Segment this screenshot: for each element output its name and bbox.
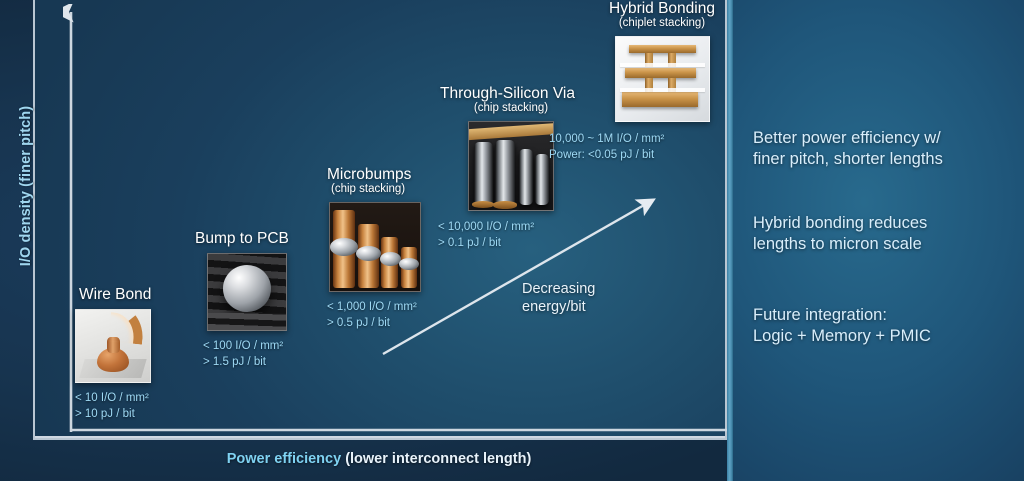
node-microbumps-spec-2: > 0.5 pJ / bit — [327, 317, 390, 330]
takeaway-block-1: Better power efficiency w/ finer pitch, … — [753, 128, 1015, 170]
decreasing-energy-line-2: energy/bit — [522, 299, 586, 316]
hybrid-bonding-thumbnail — [615, 36, 710, 123]
node-wire-bond-spec-1: < 10 I/O / mm² — [75, 392, 149, 405]
panel-divider — [727, 0, 733, 481]
takeaways-panel — [733, 0, 1024, 481]
node-hybrid-bonding-subtitle: (chiplet stacking) — [618, 17, 706, 30]
node-through-silicon-via[interactable]: Through-Silicon Via (chip stacking) < 10… — [438, 85, 582, 252]
node-hybrid-bonding[interactable]: Hybrid Bonding (chiplet stacking) 10,000… — [549, 0, 737, 164]
node-tsv-spec-1: < 10,000 I/O / mm² — [438, 221, 535, 234]
node-hybrid-bonding-spec-2: Power: <0.05 pJ / bit — [549, 149, 655, 162]
takeaway-2-line-1: Hybrid bonding reduces — [753, 214, 928, 232]
node-microbumps-subtitle: (chip stacking) — [331, 183, 406, 196]
x-axis-label-accent: Power efficiency — [226, 451, 342, 467]
node-microbumps-spec-1: < 1,000 I/O / mm² — [327, 301, 417, 314]
node-bump-to-pcb-spec-2: > 1.5 pJ / bit — [203, 355, 266, 368]
node-hybrid-bonding-spec-1: 10,000 ~ 1M I/O / mm² — [549, 133, 665, 146]
node-tsv-title: Through-Silicon Via — [440, 85, 575, 102]
tsv-thumbnail — [468, 121, 554, 212]
node-tsv-spec-2: > 0.1 pJ / bit — [438, 237, 501, 250]
takeaway-block-3: Future integration: Logic + Memory + PMI… — [753, 305, 1015, 347]
node-microbumps-title: Microbumps — [327, 166, 412, 183]
x-axis-arrow — [71, 422, 750, 438]
decreasing-energy-line-1: Decreasing — [522, 281, 596, 297]
y-axis-arrow — [63, 4, 74, 432]
node-wire-bond-spec-2: > 10 pJ / bit — [75, 407, 135, 420]
bump-to-pcb-thumbnail — [207, 253, 287, 332]
node-microbumps[interactable]: Microbumps (chip stacking) < 1,000 I/O /… — [327, 166, 421, 332]
decreasing-energy-label: Decreasing energy/bit — [522, 280, 595, 316]
node-hybrid-bonding-title: Hybrid Bonding — [609, 0, 715, 17]
node-bump-to-pcb[interactable]: Bump to PCB < 100 I/O / mm² > 1.5 pJ / b… — [195, 230, 289, 371]
microbumps-thumbnail — [329, 202, 421, 293]
chart-panel: Decreasing energy/bit Wire Bond < 10 I/O… — [33, 0, 750, 440]
takeaway-1-line-2: finer pitch, shorter lengths — [753, 150, 943, 169]
x-axis-label-plain: (lower interconnect length) — [345, 451, 532, 467]
takeaway-3-line-2: Logic + Memory + PMIC — [753, 327, 931, 346]
node-wire-bond-title: Wire Bond — [79, 286, 152, 303]
takeaway-2-line-2: lengths to micron scale — [753, 235, 922, 254]
takeaway-1-line-1: Better power efficiency w/ — [753, 129, 941, 147]
x-axis-label: Power efficiency (lower interconnect len… — [36, 451, 722, 467]
node-bump-to-pcb-spec-1: < 100 I/O / mm² — [203, 340, 284, 353]
node-wire-bond[interactable]: Wire Bond < 10 I/O / mm² > 10 pJ / bit — [75, 286, 151, 423]
node-tsv-subtitle: (chip stacking) — [473, 102, 549, 115]
takeaway-3-line-1: Future integration: — [753, 306, 887, 324]
takeaway-block-2: Hybrid bonding reduces lengths to micron… — [753, 213, 1015, 255]
wire-bond-thumbnail — [75, 309, 151, 384]
y-axis-label: I/O density (finer pitch) — [18, 105, 34, 267]
decreasing-energy-arrow — [382, 198, 656, 356]
node-bump-to-pcb-title: Bump to PCB — [195, 230, 289, 247]
